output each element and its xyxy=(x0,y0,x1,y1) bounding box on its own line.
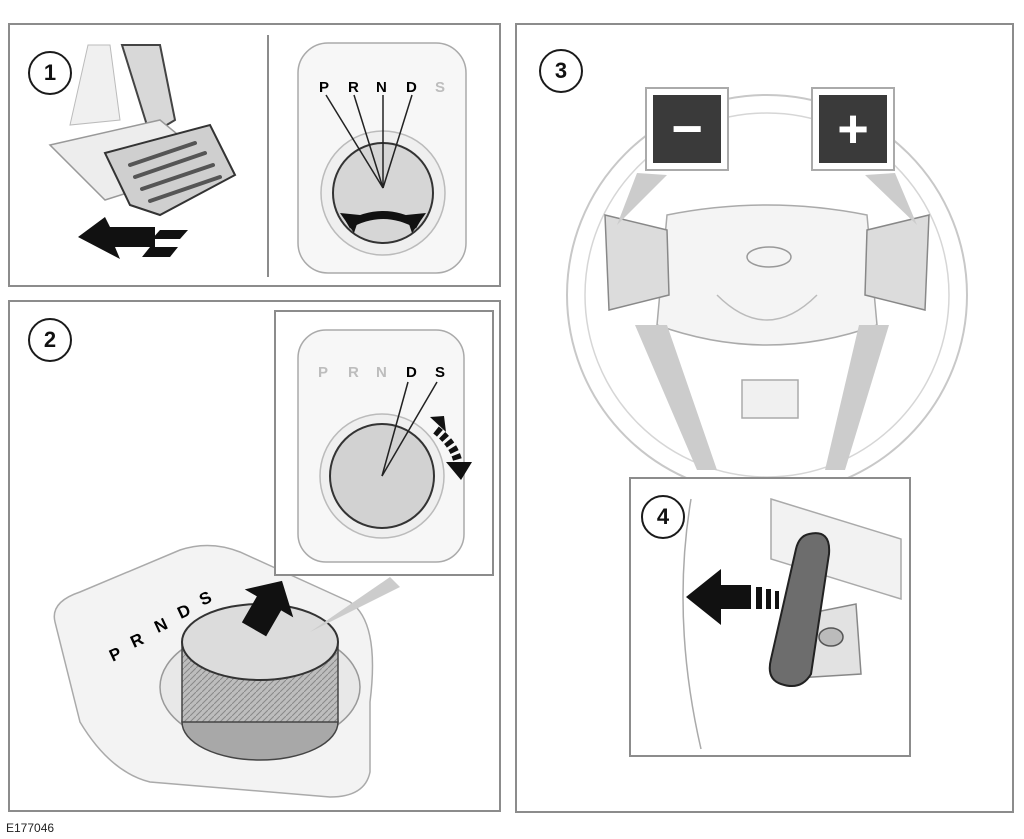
inset-gear-d: D xyxy=(406,364,417,381)
inset-gear-s: S xyxy=(435,364,446,381)
gear-label-s: S xyxy=(435,79,446,96)
inset-gear-n: N xyxy=(376,364,387,381)
inset-shifter-detail: P R N D S xyxy=(274,310,494,576)
panel-step-3: 3 − + 4 xyxy=(515,23,1014,813)
gear-label-n: N xyxy=(376,79,387,96)
gear-label-r: R xyxy=(348,79,359,96)
step-2-badge: 2 xyxy=(28,318,72,362)
paddle-pull-illustration xyxy=(682,497,902,750)
gear-label-p: P xyxy=(319,79,330,96)
steering-wheel-illustration xyxy=(566,94,968,496)
panel-step-1: 1 P xyxy=(8,23,501,287)
inset-paddle-detail: 4 xyxy=(629,477,911,757)
inset-gear-p: P xyxy=(318,364,329,381)
brake-pedal-illustration xyxy=(48,35,467,277)
minus-symbol: − xyxy=(671,99,703,159)
step-4-badge: 4 xyxy=(641,495,685,539)
rotary-shifter-illustration xyxy=(53,544,400,798)
minus-paddle-icon: − xyxy=(645,87,729,171)
panel-step-2: 2 P R N D S xyxy=(8,300,501,812)
gear-label-d: D xyxy=(406,79,417,96)
plus-symbol: + xyxy=(837,99,869,159)
step-3-badge: 3 xyxy=(539,49,583,93)
figure-reference: E177046 xyxy=(6,821,55,835)
plus-paddle-icon: + xyxy=(811,87,895,171)
inset-gear-r: R xyxy=(348,364,359,381)
step-1-badge: 1 xyxy=(28,51,72,95)
